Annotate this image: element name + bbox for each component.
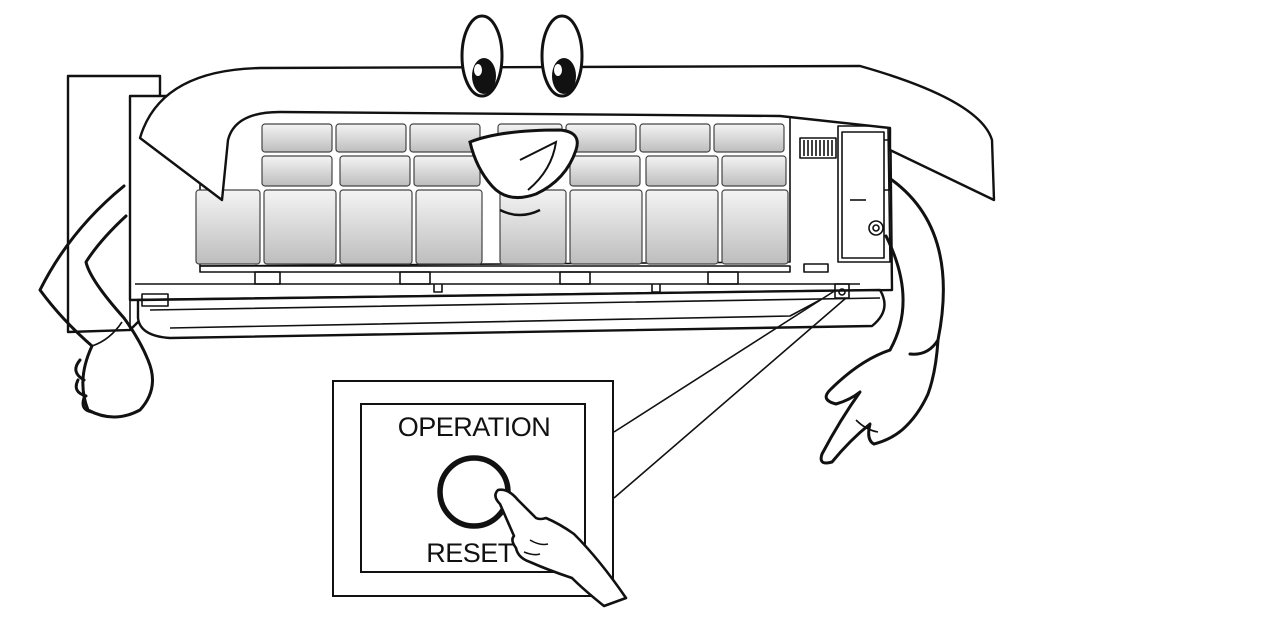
front-panel-lifted [138, 64, 996, 202]
reset-label: RESET [426, 538, 514, 568]
cartoon-eyes-icon [460, 14, 584, 98]
bottom-louver [136, 288, 886, 340]
filter-left [195, 123, 483, 265]
zoom-callout: OPERATION RESET [332, 380, 628, 608]
left-arm [38, 184, 154, 419]
operation-label: OPERATION [398, 412, 551, 442]
side-latch [141, 293, 169, 307]
coil-grille [799, 137, 837, 159]
cartoon-mouth-icon [468, 128, 579, 217]
callout-lines [613, 289, 847, 499]
filter-clips [135, 265, 860, 293]
right-arm-pointing [819, 178, 945, 465]
indoor-unit [66, 64, 996, 340]
pressing-hand-icon [494, 488, 628, 608]
